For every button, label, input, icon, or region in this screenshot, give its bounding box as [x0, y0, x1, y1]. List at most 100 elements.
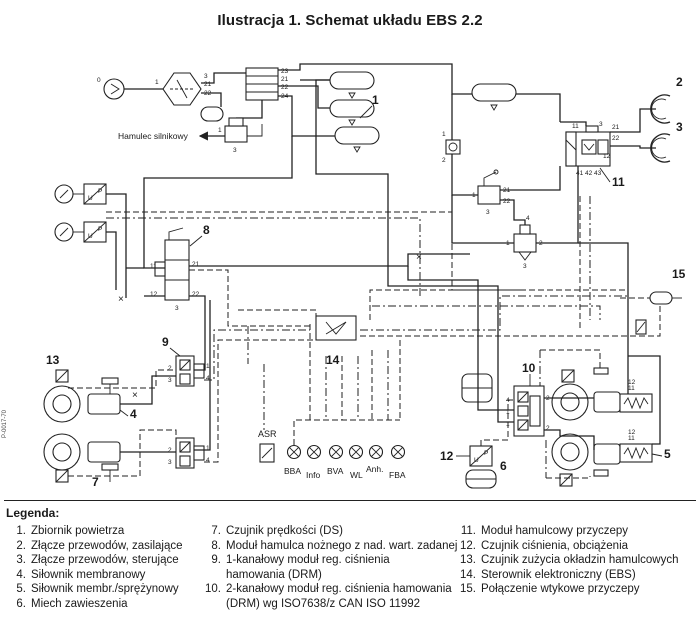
asr-label: ASR	[258, 429, 277, 439]
lamp-label-bva: BVA	[327, 466, 344, 476]
spring-brake-cylinder-lower: 11 12	[593, 429, 653, 477]
indicator-lamp-bva	[328, 444, 344, 460]
legend-item: 8.Moduł hamulca nożnego z nad. wart. zad…	[211, 539, 458, 552]
port-label: 2	[168, 447, 172, 454]
port-label: 0	[97, 77, 101, 84]
legend-item: 6.Miech zawieszenia	[16, 597, 128, 610]
port-label: 43	[594, 170, 602, 177]
port-label: 4	[206, 375, 210, 382]
hand-brake-valve: 1 21 22 3	[472, 169, 511, 216]
indicator-lamp-bba	[286, 444, 302, 460]
legend-title: Legenda:	[6, 506, 60, 520]
cross-marker: ×	[118, 294, 124, 305]
lamp-label-info: Info	[306, 470, 320, 480]
pressure-sensor-2: U P	[83, 221, 107, 243]
front-wheel-upper	[43, 385, 81, 423]
air-reservoir-top-2	[329, 99, 375, 126]
rear-wheel-lower	[551, 433, 589, 471]
legend-item: 15.Połączenie wtykowe przyczepy	[460, 583, 640, 595]
callout-8: 8	[203, 223, 210, 237]
cross-marker: ×	[416, 252, 422, 263]
port-label: 1	[218, 127, 222, 134]
port-label: 3	[168, 459, 172, 466]
callout-6: 6	[500, 459, 507, 473]
page-title: Ilustracja 1. Schemat układu EBS 2.2	[217, 12, 483, 29]
sensor-p: P	[98, 226, 102, 233]
wear-sensor-lower	[55, 469, 69, 483]
lamp-label-fba: FBA	[389, 470, 406, 480]
port-label: 11	[628, 385, 635, 392]
pressure-sensor-1: U P	[83, 183, 107, 205]
lamp-label-wl: WL	[350, 470, 363, 480]
port-label: 4	[206, 457, 210, 464]
control-coupling: 3	[650, 120, 683, 163]
sensor-u: U	[88, 195, 93, 202]
trailer-brake-module: 11 3 21 22 41 42 43 12	[565, 121, 620, 177]
rear-wear-sensor-lower	[559, 473, 573, 487]
ebs-schematic-diagram: 0 1 3 21 22 23 21 22 24 1	[43, 63, 686, 489]
port-label: 1	[206, 445, 210, 452]
rear-wear-sensor-upper	[561, 369, 575, 383]
port-label: 3	[233, 147, 237, 154]
port-label: 23	[281, 68, 289, 75]
suspension-bellows-6	[465, 469, 497, 489]
port-label: 12	[628, 379, 636, 386]
callout-5: 5	[664, 447, 671, 461]
legend-column-3: 11.Moduł hamulcowy przyczepy 12.Czujnik …	[454, 524, 696, 597]
legend-item: 2.Złącze przewodów, zasilające	[16, 539, 183, 552]
callout-12: 12	[440, 449, 454, 463]
asr-valve	[259, 443, 275, 463]
callout-11: 11	[612, 175, 625, 189]
port-label: 3	[168, 377, 172, 384]
port-label: 41	[576, 170, 584, 177]
port-label: 11	[572, 123, 579, 130]
port-label: 21	[281, 76, 289, 83]
port-label: 1	[442, 131, 446, 138]
port-label: 11	[150, 263, 157, 270]
callout-3: 3	[676, 120, 683, 134]
regeneration-tank	[200, 106, 224, 122]
port-label: 12	[628, 429, 636, 436]
cross-marker: ×	[132, 390, 138, 401]
legend-item: 4.Siłownik membranowy	[16, 568, 146, 581]
port-label: 1	[506, 409, 510, 416]
port-label: 21	[204, 81, 212, 88]
ebs-controller	[315, 315, 357, 341]
sensor-u: U	[88, 233, 93, 240]
callout-14: 14	[326, 353, 340, 367]
indicator-lamp-info	[306, 444, 322, 460]
port-label: 21	[192, 261, 200, 268]
legend-item: 5.Siłownik membr./sprężynowy	[16, 583, 179, 595]
sensor-u: U	[474, 457, 479, 464]
legend-column-2: 7.Czujnik prędkości (DS) 8.Moduł hamulca…	[199, 524, 461, 611]
spring-brake-cylinder-upper: 11 12	[593, 367, 653, 413]
air-reservoir-1	[334, 126, 380, 153]
port-label: 22	[612, 135, 620, 142]
compressor: 0	[97, 77, 125, 100]
diaphragm-cylinder-lower	[87, 441, 121, 463]
lamp-label-bba: BBA	[284, 466, 301, 476]
callout-10: 10	[522, 361, 536, 375]
protection-valve: 23 21 22 24	[245, 67, 289, 101]
callout-2: 2	[676, 75, 683, 89]
sensor-p: P	[98, 188, 102, 195]
air-reservoir-top-1	[329, 71, 375, 99]
port-label: 3	[523, 263, 527, 270]
legend-column-1: 1.Zbiornik powietrza 2.Złącze przewodów,…	[4, 524, 204, 611]
indicator-lamp-fba	[390, 444, 406, 460]
port-label: 3	[204, 73, 208, 80]
lamp-label-anh: Anh.	[366, 464, 384, 474]
air-dryer: 3 21 22	[162, 72, 212, 106]
legend-item: 7.Czujnik prędkości (DS)	[211, 525, 343, 537]
legend-item: 13.Czujnik zużycia okładzin hamulcowych	[460, 554, 679, 566]
callout-7: 7	[92, 475, 99, 489]
port-label: 22	[281, 84, 289, 91]
callout-15: 15	[672, 267, 686, 281]
legend-item: 14.Sterownik elektroniczny (EBS)	[460, 568, 636, 581]
drm-2channel: 4 1 1 2 2	[506, 385, 550, 437]
port-label: 42	[585, 170, 593, 177]
pressure-gauge-1	[54, 184, 74, 204]
legend-item: 3.Złącze przewodów, sterujące	[16, 554, 179, 566]
port-label: 22	[503, 198, 511, 205]
port-label: 1	[206, 363, 210, 370]
